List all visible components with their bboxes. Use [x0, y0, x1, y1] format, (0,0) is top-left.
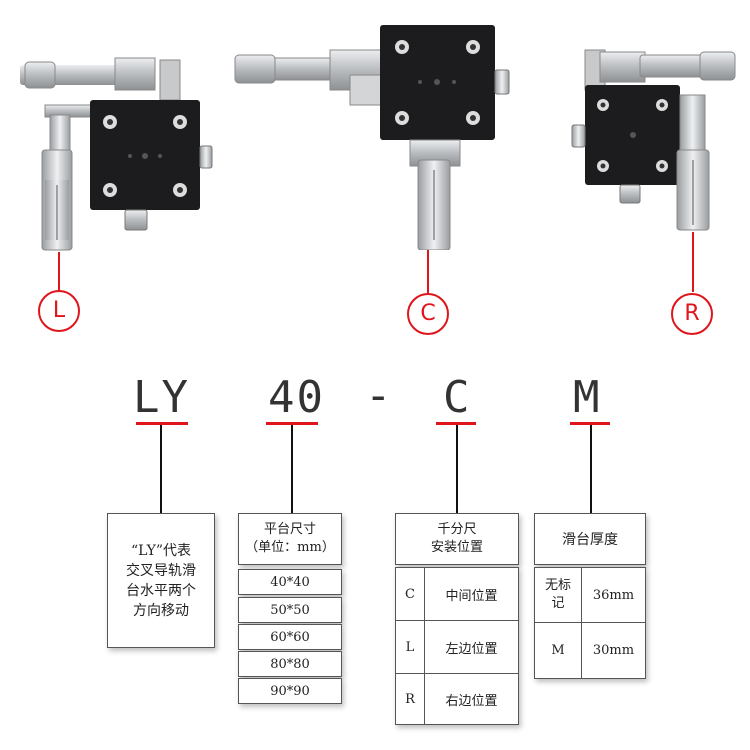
type-line-3: 台水平两个 — [126, 582, 196, 599]
connector-size — [291, 425, 293, 513]
marker-center: C — [407, 293, 449, 335]
size-option: 40*40 — [238, 569, 342, 595]
stage-left-illustration — [20, 57, 213, 251]
marker-center-line — [427, 250, 429, 295]
code-part-micrometer: C — [443, 372, 472, 423]
type-line-1: “LY”代表 — [131, 542, 191, 559]
size-header: 平台尺寸 （单位：mm） — [238, 513, 342, 565]
code-dash: - — [365, 370, 394, 421]
thickness-code-default-text: 无标记 — [544, 578, 571, 611]
marker-right: R — [671, 293, 713, 335]
micrometer-label-c: 中间位置 — [424, 567, 519, 621]
thickness-code-default: 无标记 — [534, 567, 582, 623]
code-part-thickness: M — [573, 372, 602, 423]
code-underline-micrometer — [436, 422, 476, 425]
code-part-size: 40 — [268, 372, 325, 423]
micrometer-label-l: 左边位置 — [424, 620, 519, 674]
micrometer-code-l: L — [395, 620, 425, 674]
connector-thickness — [590, 425, 592, 513]
connector-type — [160, 425, 162, 513]
size-option: 80*80 — [238, 651, 342, 677]
micrometer-header: 千分尺 安装位置 — [395, 513, 519, 565]
thickness-header: 滑台厚度 — [534, 513, 646, 565]
type-line-4: 方向移动 — [133, 602, 189, 619]
size-option: 50*50 — [238, 597, 342, 623]
stage-center-illustration — [234, 25, 510, 250]
size-header-line-1: 平台尺寸 — [263, 522, 316, 537]
micrometer-header-line-1: 千分尺 — [437, 522, 477, 537]
code-underline-thickness — [570, 422, 610, 425]
type-description-box: “LY”代表 交叉导轨滑 台水平两个 方向移动 — [107, 513, 215, 648]
micrometer-label-r: 右边位置 — [424, 673, 519, 725]
thickness-code-m: M — [534, 622, 582, 679]
connector-micrometer — [456, 425, 458, 513]
marker-left: L — [38, 290, 80, 332]
stage-right-illustration — [571, 49, 736, 231]
code-part-type: LY — [133, 372, 190, 423]
marker-right-line — [692, 232, 694, 292]
code-underline-type — [136, 422, 188, 425]
micrometer-header-line-2: 安装位置 — [430, 540, 483, 555]
code-underline-size — [266, 422, 318, 425]
micrometer-code-r: R — [395, 673, 425, 725]
thickness-value-m: 30mm — [581, 622, 646, 679]
type-line-2: 交叉导轨滑 — [126, 562, 196, 579]
marker-left-line — [58, 252, 60, 292]
size-option: 90*90 — [238, 678, 342, 704]
micrometer-code-c: C — [395, 567, 425, 621]
size-header-line-2: （单位：mm） — [245, 540, 335, 555]
thickness-value-default: 36mm — [581, 567, 646, 623]
size-option: 60*60 — [238, 624, 342, 650]
